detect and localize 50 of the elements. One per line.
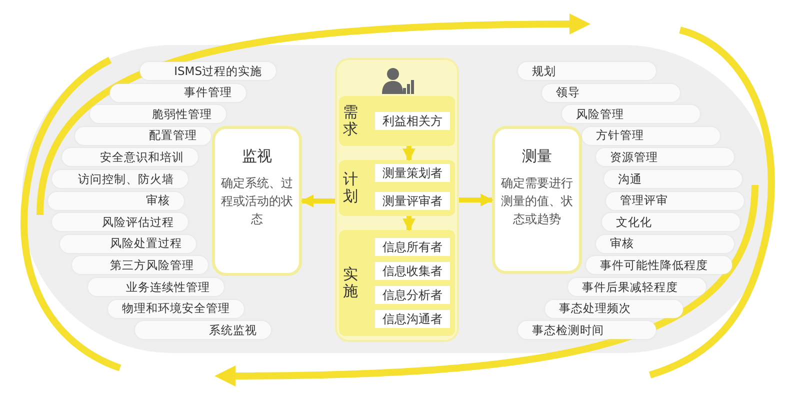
- role-box: 信息沟通者: [375, 310, 450, 328]
- box-heading: 测量: [522, 147, 552, 166]
- role-box: 信息所有者: [375, 238, 450, 256]
- role-box: 利益相关方: [375, 112, 450, 130]
- item-pill: 访问控制、防火墙: [52, 170, 188, 188]
- item-pill: 审核: [48, 192, 184, 210]
- item-pill: 审核: [596, 234, 734, 253]
- item-pill: 管理评审: [606, 192, 744, 210]
- item-pill: 事件管理: [110, 84, 246, 102]
- item-pill: 系统监视: [135, 321, 271, 340]
- item-pill: 风险管理: [562, 105, 700, 124]
- stage-box: [339, 160, 455, 216]
- item-pill: 事件可能性降低程度: [586, 256, 732, 274]
- item-pill: 物理和环境安全管理: [108, 300, 244, 318]
- item-pill: 业务连续性管理: [88, 278, 224, 296]
- box-heading: 监视: [242, 147, 272, 166]
- item-pill: 领导: [542, 84, 680, 102]
- item-pill: 脆弱性管理: [90, 105, 226, 124]
- item-pill: 事态检测时间: [518, 321, 656, 340]
- stage-label: 需求: [343, 104, 358, 137]
- item-pill: 沟通: [604, 170, 742, 188]
- item-pill: 方针管理: [582, 126, 720, 145]
- stage-box: [339, 230, 455, 336]
- process-box: [212, 126, 302, 276]
- arrow: [459, 194, 494, 206]
- item-pill: 配置管理: [75, 126, 211, 145]
- item-pill: 资源管理: [596, 148, 734, 166]
- role-box: 测量评审者: [375, 192, 450, 210]
- role-box: 信息分析者: [375, 286, 450, 304]
- stage-box: [339, 96, 455, 146]
- item-pill: 规划: [518, 62, 656, 80]
- role-box: 测量策划者: [375, 164, 450, 182]
- stage-label: 计划: [343, 171, 358, 204]
- arrow: [402, 146, 416, 162]
- item-pill: 事件后果减轻程度: [568, 278, 706, 296]
- arrow: [300, 194, 335, 208]
- item-pill: 文化化: [602, 213, 740, 232]
- arrow: [402, 216, 416, 232]
- item-pill: 事态处理频次: [545, 300, 683, 318]
- box-description: 确定系统、过程或活动的状态: [221, 175, 293, 228]
- item-pill: 风险评估过程: [52, 213, 188, 232]
- item-pill: 第三方风险管理: [72, 256, 208, 274]
- role-box: 信息收集者: [375, 262, 450, 280]
- process-panel: [335, 58, 459, 342]
- box-description: 确定需要进行测量的值、状态或趋势: [501, 175, 573, 228]
- process-box: [492, 126, 582, 274]
- item-pill: 安全意识和培训: [62, 148, 198, 166]
- item-pill: 风险处置过程: [60, 234, 196, 253]
- item-pill: ISMS过程的实施: [140, 62, 276, 80]
- stage-label: 实施: [343, 266, 358, 299]
